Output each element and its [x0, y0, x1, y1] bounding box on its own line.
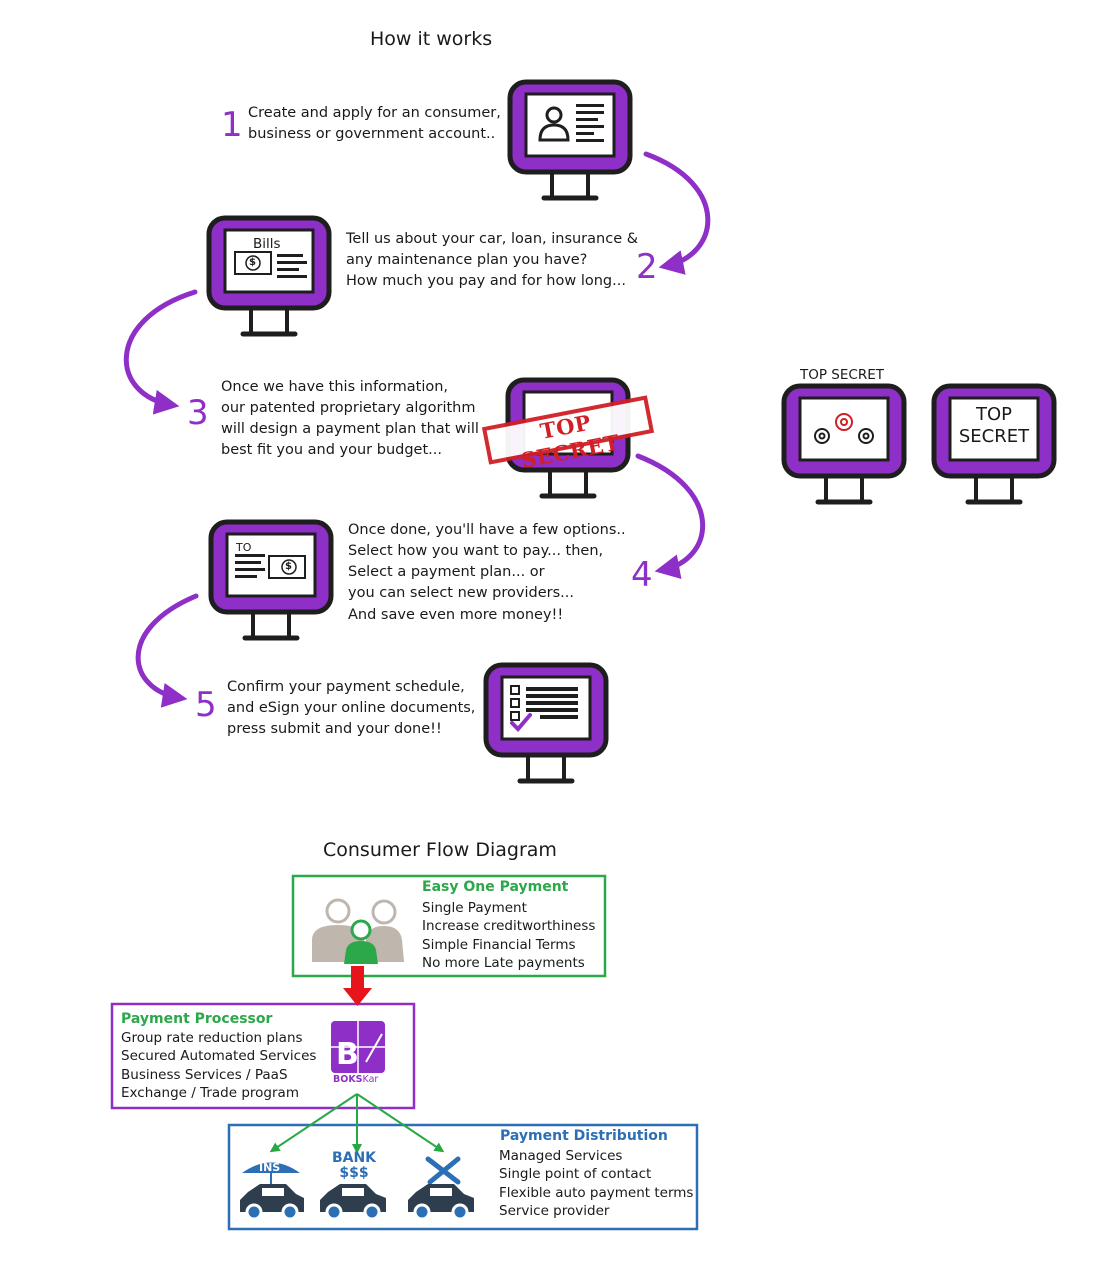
- payment-distribution-box: [227, 1123, 699, 1231]
- side-caption-top-secret: TOP SECRET: [800, 367, 884, 383]
- payment-processor-title: Payment Processor: [121, 1011, 273, 1027]
- step-4-number: 4: [631, 555, 653, 595]
- step-5-number: 5: [195, 685, 217, 725]
- maintenance-car-icon: [408, 1156, 474, 1221]
- arrow-1-to-2: [643, 151, 711, 275]
- payment-distribution-list: Managed Services Single point of contact…: [499, 1148, 694, 1220]
- family-icon: [312, 898, 404, 964]
- arrow-4-to-5: [135, 593, 199, 708]
- insurance-label: INS: [259, 1161, 281, 1174]
- bank-label: BANK $$$: [331, 1150, 377, 1181]
- bills-icon: [234, 251, 307, 278]
- arrow-2-to-3: [124, 289, 198, 415]
- to-label: TO: [236, 541, 252, 554]
- top-secret-stamp: [481, 395, 655, 465]
- payment-icon: [235, 554, 306, 579]
- how-it-works-title: How it works: [370, 28, 493, 50]
- payment-distribution-title: Payment Distribution: [500, 1128, 668, 1144]
- easy-one-payment-box: [291, 874, 607, 978]
- to-dollar-sign: $: [285, 561, 292, 572]
- bills-label: Bills: [253, 236, 281, 252]
- side-screen-top-secret: TOP SECRET: [958, 404, 1030, 447]
- monitor-bills: [209, 218, 329, 334]
- bills-dollar-sign: $: [249, 257, 256, 268]
- bokskar-logo: [331, 1021, 385, 1073]
- red-down-arrow: [343, 966, 372, 1006]
- monitor-gears: [784, 386, 904, 502]
- step-1-number: 1: [221, 105, 243, 145]
- step-2-text: Tell us about your car, loan, insurance …: [346, 231, 639, 289]
- id-card-icon: [538, 104, 604, 142]
- bokskar-logo-letter: B: [336, 1037, 359, 1072]
- step-2-number: 2: [636, 247, 658, 287]
- bank-car-icon: [320, 1184, 386, 1221]
- step-1-text: Create and apply for an consumer, busine…: [248, 105, 501, 142]
- step-4-text: Once done, you'll have a few options.. S…: [348, 522, 626, 623]
- checklist-icon: [510, 685, 578, 732]
- monitor-checklist: [486, 665, 606, 781]
- monitor-payment-to: [211, 522, 331, 638]
- arrow-3-to-4: [635, 453, 706, 580]
- step-arrows: [124, 151, 711, 708]
- bokskar-wordmark: BOKSKar: [333, 1074, 379, 1085]
- consumer-flow-title: Consumer Flow Diagram: [323, 839, 557, 861]
- step-5-text: Confirm your payment schedule, and eSign…: [227, 679, 476, 737]
- insurance-car-icon: [240, 1162, 304, 1221]
- gears-icon: [814, 413, 874, 444]
- payment-processor-box: [110, 1002, 416, 1110]
- distribution-arrows: [269, 1093, 445, 1154]
- step-3-text: Once we have this information, our paten…: [221, 379, 479, 458]
- step-3-number: 3: [187, 393, 209, 433]
- easy-one-payment-title: Easy One Payment: [422, 879, 569, 895]
- easy-one-payment-list: Single Payment Increase creditworthiness…: [422, 900, 596, 972]
- monitor-id-card: [510, 82, 630, 198]
- payment-processor-list: Group rate reduction plans Secured Autom…: [121, 1030, 317, 1102]
